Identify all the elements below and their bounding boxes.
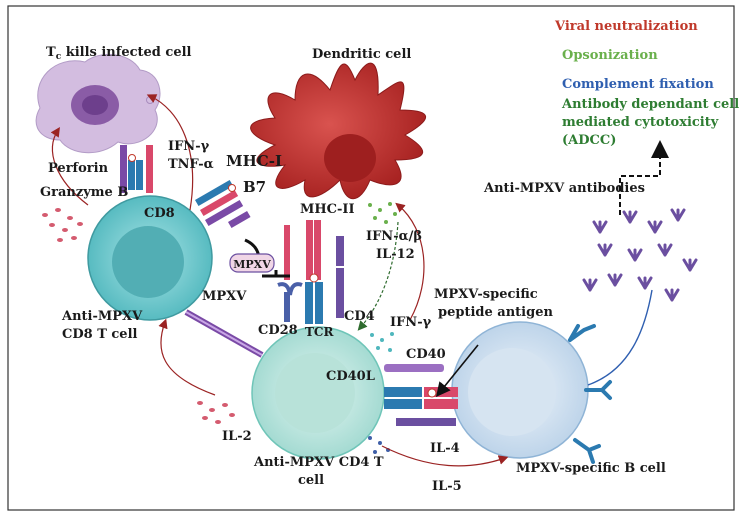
mhc1-tcr-complex [195, 180, 244, 227]
legend-opsonization: Opsonization [562, 48, 658, 63]
anti-cd4-label-1: Anti-MPXV CD4 T [253, 455, 384, 470]
cd40-cd40l-pair [384, 364, 444, 372]
il4-il5-dots [368, 436, 390, 454]
cd4-t-cell [251, 326, 385, 460]
cd4-receptor [336, 236, 344, 318]
tnf-alpha-label: TNF-α [168, 157, 214, 172]
perforin-arrow [50, 126, 89, 206]
figure-border [7, 5, 735, 511]
cd40l-label: CD40L [326, 369, 375, 384]
dendritic-cell [250, 62, 427, 200]
tc-rest: kills infected cell [61, 45, 191, 60]
peptide-pointer-arrow [435, 344, 479, 397]
b7-label: B7 [243, 178, 266, 196]
ifn-ab-dots [368, 202, 397, 224]
il4-arrow [381, 445, 509, 467]
ifn-gamma-mid-label: IFN-γ [390, 315, 432, 330]
b-cell-label: MPXV-specific B cell [516, 461, 666, 476]
cd28-label: CD28 [258, 323, 298, 338]
mpxv-cd8-cd4-link [184, 309, 264, 358]
cd28-receptor [277, 225, 303, 322]
peptide-mhc-tcr-b [384, 387, 458, 426]
anti-mpxv-cd8-label-1: Anti-MPXV [61, 309, 143, 324]
tc-t: T [46, 45, 56, 60]
mpxv-box-label: MPXV [233, 258, 271, 271]
granule-dots [42, 208, 83, 242]
b-cell-to-antibodies-line [587, 289, 653, 386]
il5-label: IL-5 [432, 479, 462, 494]
infected-cell [35, 53, 161, 154]
ifn-gamma-dots [370, 332, 394, 352]
ifn-ab-label: IFN-α/β [366, 229, 422, 244]
cd8-label: CD8 [144, 206, 175, 221]
legend-adcc-line1: Antibody dependant cell [561, 97, 739, 112]
mhc2-tcr-complex [305, 220, 323, 324]
legend-adcc-line2: mediated cytotoxicity [562, 115, 719, 130]
mhc1-label: MHC-I [226, 152, 282, 170]
anti-antibodies-label: Anti-MPXV antibodies [483, 181, 645, 196]
il2-label: IL-2 [222, 429, 252, 444]
legend-viral-neutralization: Viral neutralization [554, 19, 698, 34]
ifn-gamma-arrow [395, 202, 425, 321]
anti-mpxv-cd8-label-2: CD8 T cell [62, 327, 138, 342]
ifn-gamma-top-label: IFN-γ [168, 139, 210, 154]
mpxv-antigen-box: MPXV [229, 253, 290, 278]
cd8-to-infected-arrow [146, 94, 194, 211]
il4-label: IL-4 [430, 441, 460, 456]
legend-complement-fixation: Complement fixation [562, 77, 714, 92]
legend-adcc-line3: (ADCC) [562, 133, 616, 148]
anti-cd4-label-2: cell [298, 473, 324, 488]
antibodies-dashed-arrow [619, 140, 669, 215]
b-cell [451, 321, 589, 459]
tc-sub: c [56, 52, 62, 62]
cd40-label: CD40 [406, 347, 446, 362]
peptide-label-2: peptide antigen [438, 305, 553, 320]
granzyme-label: Granzyme B [40, 185, 128, 200]
mhc2-label: MHC-II [300, 202, 355, 217]
cd4-label: CD4 [344, 309, 375, 324]
mpxv-side-label: MPXV [202, 289, 247, 304]
il12-label: IL-12 [376, 247, 415, 262]
dendritic-cell-label: Dendritic cell [312, 47, 411, 62]
tc-kills-label: Tc kills infected cell [46, 45, 192, 62]
antibody-cluster [582, 208, 698, 302]
cd8-t-cell [87, 195, 213, 321]
il2-dots [197, 401, 235, 424]
tcr-label: TCR [305, 325, 334, 339]
b-cell-surface-antibodies [568, 324, 612, 464]
cd8-receptor-complex [120, 145, 153, 193]
il2-arrow [158, 318, 216, 396]
peptide-label-1: MPXV-specific [434, 287, 538, 302]
b7-cd28-pair [228, 211, 261, 261]
perforin-label: Perforin [48, 161, 109, 176]
